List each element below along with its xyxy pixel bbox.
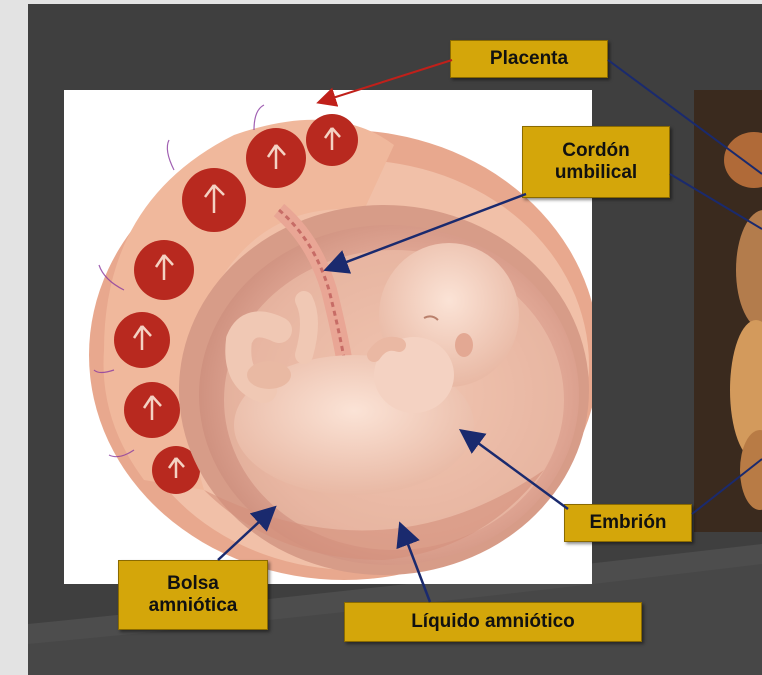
label-bolsa-line2: amniótica [149, 595, 238, 617]
slide: Placenta Cordón umbilical Embrión Bolsa … [28, 4, 762, 675]
label-embrion-text: Embrión [589, 512, 666, 534]
label-bolsa-amniotica: Bolsa amniótica [118, 560, 268, 630]
label-cordon-umbilical: Cordón umbilical [522, 126, 670, 198]
label-cordon-line1: Cordón [562, 140, 630, 162]
label-liquido-text: Líquido amniótico [411, 611, 575, 633]
label-placenta-text: Placenta [490, 48, 568, 70]
embryo-photo [694, 90, 762, 532]
label-placenta: Placenta [450, 40, 608, 78]
label-bolsa-line1: Bolsa [167, 573, 219, 595]
label-liquido-amniotico: Líquido amniótico [344, 602, 642, 642]
label-embrion: Embrión [564, 504, 692, 542]
label-cordon-line2: umbilical [555, 162, 637, 184]
embryo-illustration [64, 90, 592, 584]
